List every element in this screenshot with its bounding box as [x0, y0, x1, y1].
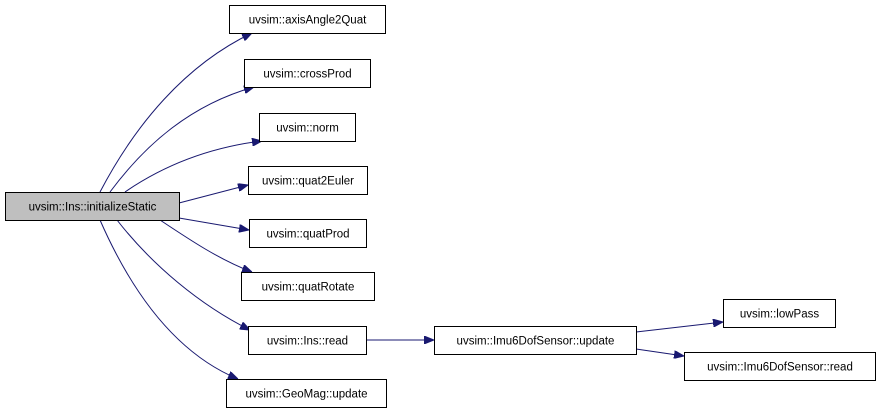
- node-quatprod[interactable]: uvsim::quatProd: [249, 219, 367, 248]
- node-crossprod[interactable]: uvsim::crossProd: [244, 59, 371, 88]
- node-label: uvsim::axisAngle2Quat: [249, 15, 367, 27]
- edge-root-to-geomag-update: [99, 219, 238, 379]
- node-quat2euler[interactable]: uvsim::quat2Euler: [248, 166, 368, 195]
- node-quatrotate[interactable]: uvsim::quatRotate: [241, 272, 375, 301]
- node-root[interactable]: uvsim::Ins::initializeStatic: [5, 192, 180, 221]
- edge-line: [159, 219, 252, 272]
- node-imu-update[interactable]: uvsim::Imu6DofSensor::update: [434, 326, 637, 355]
- node-box: [229, 5, 386, 34]
- edge-imu-update-to-lowpass: [635, 322, 723, 333]
- edge-line: [109, 87, 254, 193]
- node-label: uvsim::quatProd: [266, 229, 349, 241]
- node-axisangle2quat[interactable]: uvsim::axisAngle2Quat: [229, 5, 386, 34]
- node-label: uvsim::quat2Euler: [262, 176, 354, 188]
- node-norm[interactable]: uvsim::norm: [259, 113, 356, 142]
- edge-line: [635, 322, 723, 333]
- node-lowpass[interactable]: uvsim::lowPass: [723, 299, 836, 328]
- node-box: [434, 326, 637, 355]
- edge-line: [124, 141, 262, 193]
- node-box: [244, 59, 371, 88]
- edge-root-to-quatrotate: [159, 219, 252, 272]
- edge-line: [178, 217, 249, 230]
- node-ins-read[interactable]: uvsim::Ins::read: [248, 326, 367, 355]
- nodes: uvsim::Ins::initializeStatic uvsim::axisA…: [5, 5, 876, 408]
- node-label: uvsim::Ins::read: [267, 336, 348, 348]
- node-label: uvsim::GeoMag::update: [245, 389, 367, 401]
- edge-root-to-quat2euler: [178, 185, 248, 204]
- node-box: [241, 272, 375, 301]
- node-box: [248, 326, 367, 355]
- node-box: [723, 299, 836, 328]
- edge-line: [116, 219, 250, 330]
- node-box: [249, 219, 367, 248]
- edge-root-to-ins-read: [116, 219, 250, 330]
- node-label: uvsim::Ins::initializeStatic: [29, 202, 157, 214]
- node-label: uvsim::Imu6DofSensor::read: [707, 362, 853, 374]
- edge-imu-update-to-imu-read: [635, 348, 684, 356]
- node-box: [259, 113, 356, 142]
- node-box: [5, 192, 180, 221]
- edge-line: [99, 33, 252, 193]
- node-imu-read[interactable]: uvsim::Imu6DofSensor::read: [684, 352, 876, 381]
- node-box: [684, 352, 876, 381]
- node-box: [226, 379, 387, 408]
- node-label: uvsim::lowPass: [740, 309, 819, 321]
- edge-root-to-norm: [124, 141, 262, 193]
- node-label: uvsim::quatRotate: [262, 282, 355, 294]
- node-label: uvsim::crossProd: [263, 69, 351, 81]
- edge-line: [178, 185, 248, 204]
- edge-root-to-axisangle2quat: [99, 33, 252, 193]
- edge-line: [635, 348, 684, 356]
- node-box: [248, 166, 368, 195]
- edges: [99, 33, 723, 379]
- node-label: uvsim::norm: [276, 123, 339, 135]
- node-geomag-update[interactable]: uvsim::GeoMag::update: [226, 379, 387, 408]
- edge-root-to-quatprod: [178, 217, 249, 230]
- node-label: uvsim::Imu6DofSensor::update: [457, 336, 615, 348]
- edge-root-to-crossprod: [109, 87, 254, 193]
- edge-line: [99, 219, 238, 379]
